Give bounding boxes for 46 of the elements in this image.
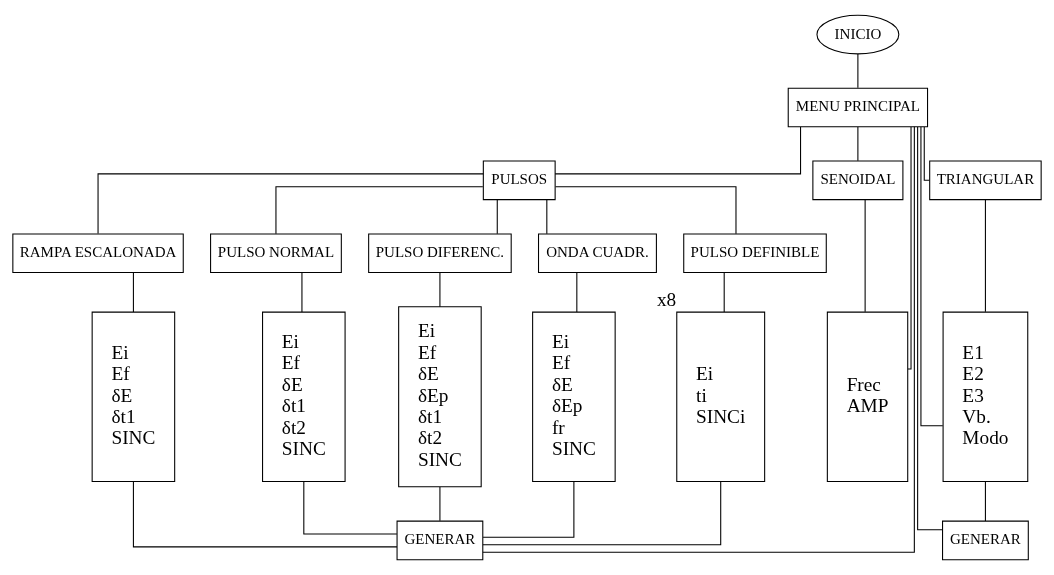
node-box: MENU PRINCIPAL (787, 87, 929, 128)
connector (920, 126, 944, 427)
connector (857, 126, 859, 162)
connector (482, 126, 915, 553)
node-box: GENERAR (396, 520, 484, 561)
node-box: Ei Ef δE δt1 δt2 SINC (262, 311, 346, 482)
connector (554, 126, 802, 175)
node-box: Ei Ef δE δEp fr SINC (532, 311, 616, 482)
connector (275, 186, 484, 235)
connector (984, 199, 986, 313)
connector (303, 481, 398, 535)
connector (554, 186, 737, 235)
node-box: PULSO DIFERENC. (368, 233, 512, 274)
node-ellipse: INICIO (816, 14, 900, 55)
node-box: Ei ti SINCi (676, 311, 766, 482)
node-box: PULSOS (482, 160, 556, 201)
connector (864, 199, 866, 313)
connector (439, 272, 441, 308)
connector (301, 272, 303, 313)
node-box: E1 E2 E3 Vb. Modo (942, 311, 1029, 482)
node-box: PULSO DEFINIBLE (683, 233, 827, 274)
node-box: TRIANGULAR (929, 160, 1042, 201)
connector (496, 199, 498, 235)
connector (482, 481, 722, 546)
connector (97, 173, 484, 235)
connector (917, 126, 944, 531)
node-box: Ei Ef δE δEp δt1 δt2 SINC (398, 306, 482, 488)
connector (907, 126, 912, 370)
connector (132, 272, 134, 313)
connector (482, 481, 575, 538)
connector (132, 480, 398, 548)
node-box: GENERAR (942, 520, 1029, 561)
node-label: x8 (656, 289, 677, 311)
connector (439, 486, 441, 522)
connector (723, 272, 725, 313)
connector (576, 272, 578, 313)
node-box: Frec AMP (826, 311, 909, 482)
node-box: PULSO NORMAL (210, 233, 342, 274)
node-box: ONDA CUADR. (538, 233, 657, 274)
connector (984, 481, 986, 522)
node-box: SENOIDAL (812, 160, 904, 201)
connector (923, 126, 930, 181)
connector (546, 199, 548, 235)
node-box: Ei Ef δE δt1 SINC (91, 311, 176, 482)
node-box: RAMPA ESCALONADA (12, 233, 184, 274)
connector (857, 53, 859, 89)
